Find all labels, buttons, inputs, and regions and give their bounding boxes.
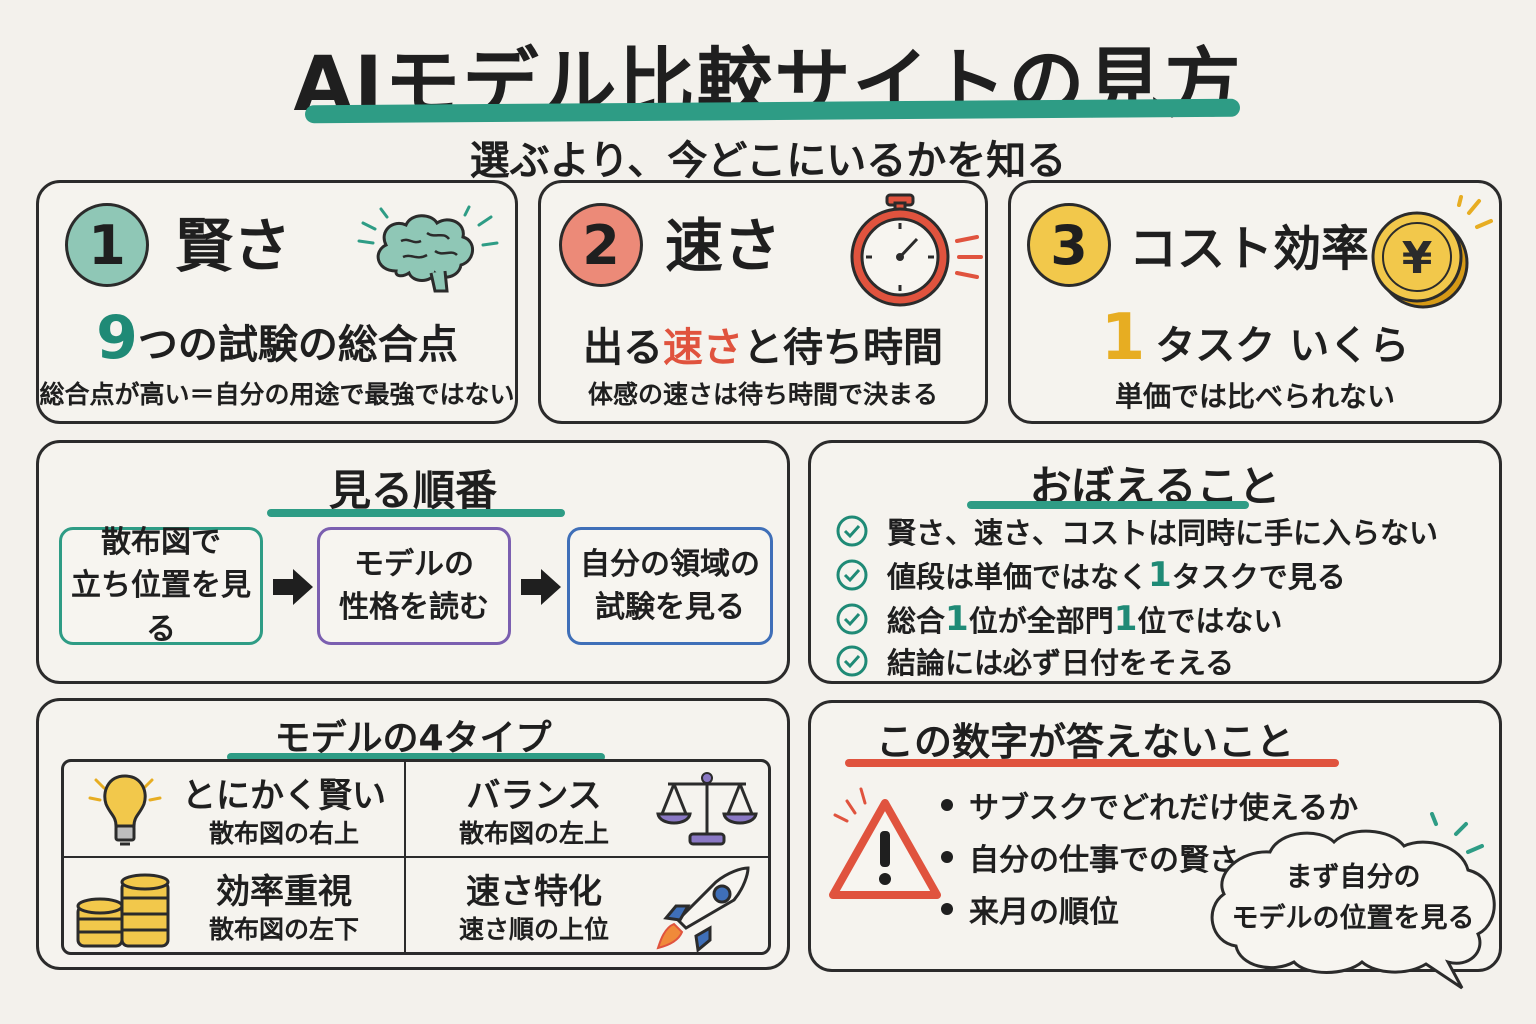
section-underline — [227, 753, 605, 761]
lightbulb-icon — [88, 774, 162, 846]
card-note: 体感の速さは待ち時間で決まる — [587, 380, 938, 409]
main-text-highlight: 速さ — [663, 325, 743, 371]
card-main-text: 出る速さと待ち時間 — [541, 315, 985, 373]
card-number-badge: 2 — [559, 203, 643, 287]
check-circle-icon — [836, 603, 868, 635]
arrow-right-icon — [273, 569, 313, 605]
type-sub: 散布図の右上 — [208, 819, 359, 848]
model-types-panel: モデルの4タイプ とにかく賢い 散布図の右上 バランス 散布図の左上 — [36, 698, 790, 970]
limit-item: 来月の順位 — [941, 887, 1119, 931]
brain-icon — [357, 205, 499, 293]
check-circle-icon — [836, 645, 868, 677]
type-title: 効率重視 — [216, 872, 352, 912]
step-line2: 立ち位置を見る — [71, 568, 251, 647]
yen-coin-icon: ¥ — [1371, 195, 1493, 309]
section-title: 見る順番 — [328, 466, 497, 515]
limit-item: サブスクでどれだけ使えるか — [941, 783, 1358, 827]
remember-item: 賢さ、速さ、コストは同時に手に入らない — [835, 511, 1438, 551]
rocket-icon — [656, 866, 750, 952]
bubble-text: まず自分の モデルの位置を見る — [1206, 858, 1500, 939]
warning-icon — [829, 787, 941, 899]
card-main-text: 9つの試験の総合点 — [39, 303, 515, 373]
section-underline — [267, 509, 565, 517]
type-title: バランス — [466, 776, 602, 816]
highlight-number: 1 — [1100, 301, 1146, 375]
step-scatter: 散布図で立ち位置を見る — [59, 524, 263, 647]
type-sub: 散布図の左上 — [458, 819, 609, 848]
card-note: 単価では比べられない — [1114, 380, 1395, 413]
type-sub: 散布図の左下 — [208, 915, 359, 944]
step-line2: 試験を見る — [595, 590, 745, 625]
main-text-post: と待ち時間 — [743, 325, 943, 371]
step-line1: モデルの — [354, 546, 474, 582]
scale-icon — [656, 772, 758, 846]
type-title: 速さ特化 — [466, 872, 602, 912]
section-underline — [845, 759, 1339, 767]
step-character: モデルの性格を読む — [317, 527, 511, 645]
remember-item: 結論には必ず日付をそえる — [835, 641, 1234, 681]
card-title: コスト効率 — [1129, 221, 1370, 277]
step-domain-test: 自分の領域の試験を見る — [567, 527, 773, 645]
main-text-rest: つの試験の総合点 — [137, 322, 458, 368]
step-line2: 性格を読む — [339, 590, 489, 625]
stopwatch-icon — [850, 193, 983, 307]
main-text-rest: タスク いくら — [1155, 323, 1410, 369]
arrow-right-icon — [521, 569, 561, 605]
svg-text:¥: ¥ — [1402, 233, 1433, 284]
highlight-number: 9 — [96, 303, 138, 373]
main-text-pre: 出る — [583, 325, 663, 371]
type-sub: 速さ順の上位 — [458, 915, 609, 944]
limit-item: 自分の仕事での賢さ — [941, 835, 1239, 879]
card-note: 総合点が高い＝自分の用途で最強ではない — [39, 380, 515, 409]
viewing-order-panel: 見る順番 散布図で立ち位置を見る モデルの性格を読む 自分の領域の試験を見る — [36, 440, 790, 684]
check-circle-icon — [836, 559, 868, 591]
section-title: モデルの4タイプ — [274, 718, 552, 759]
card-title: 速さ — [665, 212, 782, 280]
bubble-line2: モデルの位置を見る — [1231, 902, 1475, 934]
page-subtitle: 選ぶより、今どこにいるかを知る — [469, 138, 1067, 184]
check-circle-icon — [836, 515, 868, 547]
card-speed: 2 速さ 出る速さと待ち時間 体感の速さは待ち時間で決まる — [538, 180, 988, 424]
types-grid: とにかく賢い 散布図の右上 バランス 散布図の左上 — [61, 759, 771, 955]
step-line1: 散布図で — [101, 524, 221, 560]
section-title: この数字が答えないこと — [875, 720, 1294, 764]
coin-stack-icon — [76, 873, 170, 948]
card-intelligence: 1 賢さ 9つの試験の総合点 総合点が高い＝自分の用途で最強ではない — [36, 180, 518, 424]
speech-bubble — [1210, 812, 1496, 990]
card-title: 賢さ — [175, 212, 292, 280]
grid-divider — [64, 856, 768, 858]
bubble-line1: まず自分の — [1285, 862, 1421, 893]
section-underline — [967, 501, 1249, 509]
type-title: とにかく賢い — [182, 776, 386, 816]
card-number-badge: 3 — [1027, 203, 1111, 287]
card-number-badge: 1 — [65, 203, 149, 287]
step-line1: 自分の領域の — [580, 546, 760, 582]
